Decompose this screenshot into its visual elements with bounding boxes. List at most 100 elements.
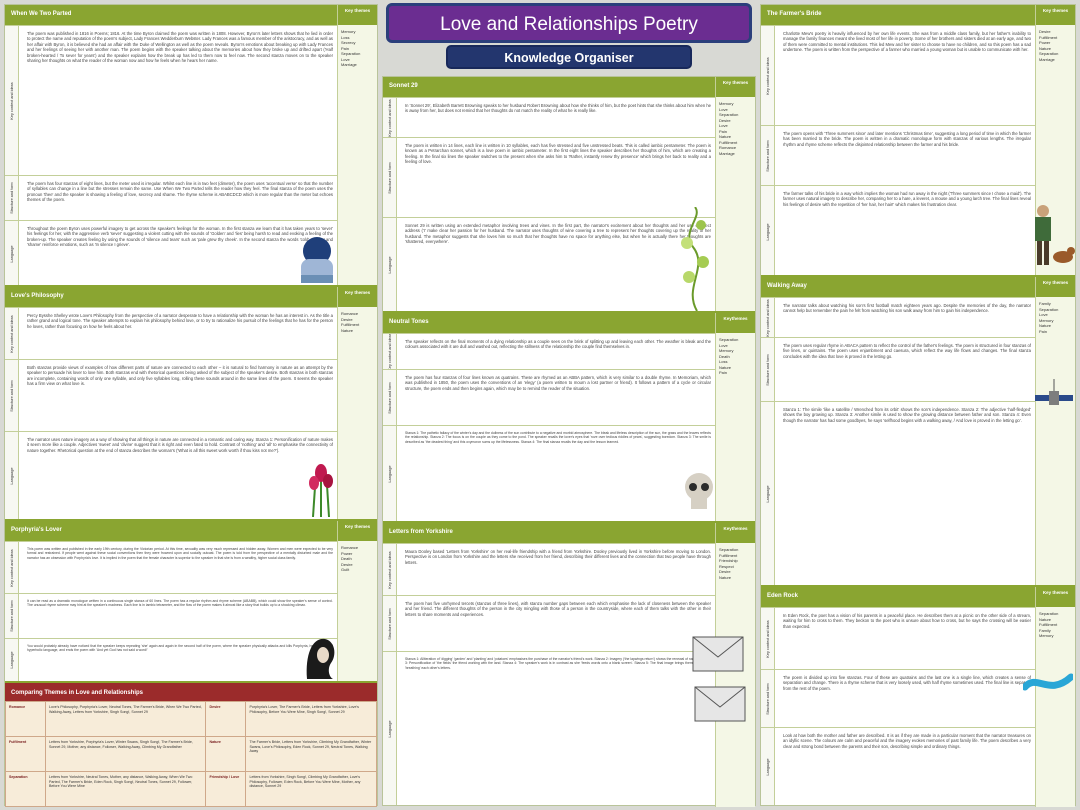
right-column: The Farmer's Bride Key themes Desire Ful… [760,4,1076,807]
page-subtitle: Knowledge Organiser [446,45,692,69]
poem-letters-from-yorkshire: Letters from Yorkshire Keythemes Separat… [383,523,755,807]
key-themes-panel: Key themes Memory Loss Secrecy Pain Sepa… [337,5,377,285]
context-text: Charlotte Mew's poetry is heavily influe… [783,31,1031,53]
theme-item: Memory [719,101,734,106]
poem-title: Letters from Yorkshire [383,523,755,543]
key-themes-list: Romance Power Death Desire Guilt [338,541,377,577]
poem-body: Key context and ideas In 'Sonnet 29', Eli… [383,97,715,311]
key-themes-list: Separation Fulfillment Friendship Respec… [716,543,755,584]
theme-item: Marriage [719,150,735,156]
row-label: Structure and form [5,176,19,220]
theme-item: Nature [1039,616,1052,622]
key-themes-heading: Key themes [338,521,377,541]
theme-item: Memory [1039,633,1054,638]
theme-item: Nature [341,327,354,333]
theme-item: Love [719,342,728,348]
theme-item: Respect [719,563,734,569]
context-text: In 'Sonnet 29', Elizabeth Barrett Browni… [405,103,711,114]
poem-title: When We Two Parted [5,5,377,25]
row-label: Key context and ideas [761,26,775,125]
theme-cell: Friendship / Love [205,771,247,807]
poems-cell: Letters from Yorkshire, Singh Song!, Cli… [245,771,377,807]
theme-item: Nature [1039,45,1052,51]
row-label: Language [383,426,397,521]
theme-item: Separation [1039,611,1059,616]
row-label: Key context and ideas [5,26,19,175]
woman-silhouette-illustration [306,638,335,679]
theme-item: Pain [719,370,728,375]
envelopes-illustration [692,636,746,722]
poem-eden-rock: Eden Rock Key themes Separation Nature F… [761,587,1075,807]
context-text: The narrator talks about watching his so… [783,303,1031,314]
context-row: Key context and ideas Charlotte Mew's poe… [761,25,1035,125]
row-label: Structure and form [383,138,397,217]
row-label: Key context and ideas [383,98,397,137]
language-text: The narrator uses nature imagery as a wa… [27,437,333,453]
language-text: Stanza 1: Alliteration of 'digging' 'gar… [405,657,711,670]
theme-item: Marriage [1039,56,1055,62]
theme-item: Fulfillment [719,139,738,145]
key-themes-list: Desire Fulfillment Power Nature Separati… [1036,25,1075,66]
context-text: The speaker reflects on the final moment… [405,339,711,350]
language-text: You would probably already have noticed … [27,644,333,653]
poem-when-we-two-parted: When We Two Parted Key themes Memory Los… [5,5,377,287]
theme-item: Fulfillment [1039,622,1058,627]
language-text: Throughout the poem Byron uses powerful … [27,226,333,248]
row-label: Key context and ideas [5,308,19,359]
theme-item: Nature [719,134,732,139]
language-row: Language Throughout the poem Byron uses p… [5,220,337,285]
stream-illustration [1023,673,1073,691]
theme-item: Guilt [341,567,350,572]
theme-item: Fulfillment [719,552,738,558]
theme-item: Love [1039,312,1048,317]
poem-title: The Farmer's Bride [761,5,1075,25]
theme-item: Separation [719,337,739,342]
poems-cell: The Farmer's Bride, Letters from Yorkshi… [245,736,377,772]
key-themes-list: Separation Nature Fulfillment Family Mem… [1036,607,1075,643]
structure-text: The poem has five unrhymed tercets (stan… [405,601,711,617]
tulip-flowers-illustration [309,464,333,517]
theme-item: Desire [719,117,731,123]
theme-item: Power [341,550,353,556]
theme-item: Power [1039,40,1051,45]
page-header: Love and Relationships Poetry Knowledge … [386,3,752,69]
theme-item: Death [719,353,730,359]
structure-text: The poem uses regular rhyme in ABACA pat… [783,343,1031,359]
row-label: Structure and form [383,596,397,651]
row-label: Structure and form [383,370,397,425]
theme-item: Romance [341,311,359,316]
theme-item: Romance [719,145,737,150]
theme-item: Memory [719,348,734,353]
context-row: Key context and ideas In 'Sonnet 29', Eli… [383,97,715,137]
theme-item: Nature [719,574,732,580]
structure-row: Structure and form The poem has five unrh… [383,595,715,651]
theme-item: Desire [341,561,353,567]
poem-body: Key context and ideas Charlotte Mew's poe… [761,25,1035,275]
row-label: Language [5,221,19,285]
context-text: Percy Bysshe Shelley wrote Love's Philos… [27,313,333,329]
poem-the-farmers-bride: The Farmer's Bride Key themes Desire Ful… [761,5,1075,277]
row-label: Key context and ideas [761,608,775,669]
row-label: Structure and form [761,670,775,727]
row-label: Language [383,652,397,805]
skull-illustration [685,473,713,509]
theme-item: Pain [341,45,350,51]
comparing-themes-section: Comparing Themes in Love and Relationshi… [5,683,377,807]
theme-item: Memory [1039,317,1054,323]
key-themes-heading: Key themes [1036,5,1075,25]
row-label: Language [761,402,775,585]
context-row: Key context and ideas Percy Bysshe Shelle… [5,307,337,359]
poem-title: Eden Rock [761,587,1075,607]
poem-neutral-tones: Neutral Tones Keythemes Separation Love … [383,313,755,523]
